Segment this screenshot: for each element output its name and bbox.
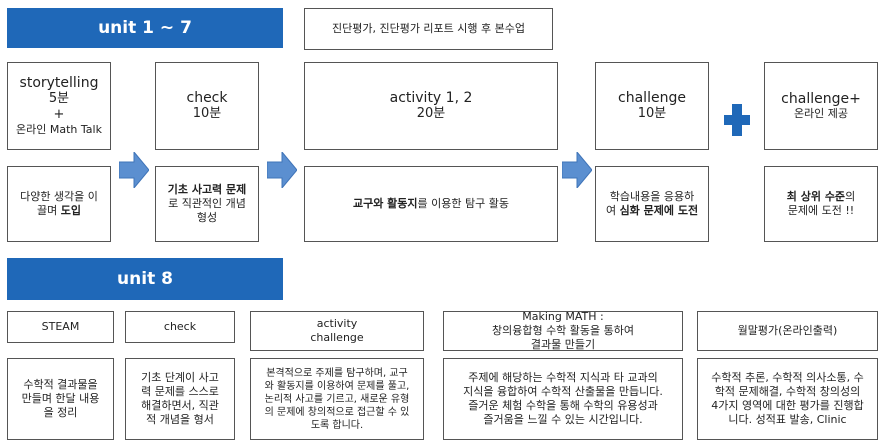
s2-desc-monthly-eval: 수학적 추론, 수학적 의사소통, 수 학적 문제해결, 수학적 창의성의 4가…	[697, 358, 878, 440]
step-name: 결과물 만들기	[530, 338, 596, 351]
note-text: 진단평가, 진단평가 리포트 시행 후 본수업	[331, 22, 526, 35]
step-time: 온라인 제공	[793, 107, 849, 120]
desc-bold: 심화 문제에 도전	[619, 204, 699, 217]
step-name: 월말평가(온라인출력)	[737, 324, 838, 337]
unit-1-7-title: unit 1 ~ 7	[98, 18, 192, 38]
step-time: 20분	[416, 106, 446, 121]
s2-step-activity: activity challenge	[250, 311, 424, 351]
step-name: check	[163, 320, 197, 333]
desc-bold: 기초 사고력 문제	[167, 183, 247, 196]
step-name: activity 1, 2	[389, 90, 473, 106]
desc-line: 논리적 사고를 기르고, 새로운 유형	[264, 393, 410, 405]
s2-step-monthly-eval: 월말평가(온라인출력)	[697, 311, 878, 351]
step-name: Making MATH :	[522, 310, 604, 323]
desc-line: 만들며 한달 내용	[21, 392, 100, 405]
arrow-right-icon	[267, 152, 297, 188]
desc-line: 의 문제에 창의적으로 접근할 수 있	[264, 406, 410, 418]
desc-check: 기초 사고력 문제 로 직관적인 개념 형성	[155, 166, 259, 242]
step-name: challenge	[618, 90, 686, 106]
desc-line: 본격적으로 주제를 탐구하며, 교구	[266, 367, 408, 379]
desc-challenge: 학습내용을 응용하 여 심화 문제에 도전	[595, 166, 709, 242]
plus-icon	[724, 104, 750, 136]
desc-line: 주제에 해당하는 수학적 지식과 타 교과의	[468, 371, 658, 384]
desc-line: 니다. 성적표 발송, Clinic	[728, 413, 847, 426]
step-name: storytelling	[19, 75, 99, 91]
desc-bold: 교구와 활동지	[352, 197, 418, 210]
desc-line: 을 정리	[43, 406, 78, 419]
desc-line: 문제에 도전 !!	[787, 204, 855, 217]
step-storytelling: storytelling 5분 + 온라인 Math Talk	[7, 62, 111, 150]
desc-line: 학습내용을 응용하	[609, 190, 695, 203]
desc-storytelling: 다양한 생각을 이 끌며 도입	[7, 166, 111, 242]
step-activity: activity 1, 2 20분	[304, 62, 558, 150]
s2-step-making-math: Making MATH : 창의융합형 수학 활동을 통하여 결과물 만들기	[443, 310, 683, 351]
desc-line: 적 개념을 형서	[146, 413, 214, 426]
step-name: 창의융합형 수학 활동을 통하여	[491, 324, 635, 337]
desc-bold: 도입	[60, 204, 81, 217]
desc-line: 의	[845, 190, 856, 203]
unit-8-title: unit 8	[117, 269, 173, 289]
desc-line: 로 직관적인 개념	[168, 197, 246, 210]
unit-8-banner: unit 8	[7, 258, 283, 300]
step-name: check	[186, 90, 228, 106]
step-time: 10분	[637, 106, 667, 121]
s2-desc-steam: 수학적 결과물을 만들며 한달 내용 을 정리	[7, 358, 114, 440]
step-name: STEAM	[41, 320, 80, 333]
step-challenge: challenge 10분	[595, 62, 709, 150]
step-time: 5분	[48, 91, 70, 106]
step-name: challenge	[310, 331, 364, 344]
desc-line: 형성	[196, 211, 218, 224]
desc-line: 지식을 융합하여 수학적 산출물을 만듭니다.	[463, 385, 663, 398]
step-name: challenge+	[781, 91, 861, 107]
desc-challenge-plus: 최 상위 수준의 문제에 도전 !!	[764, 166, 878, 242]
desc-line: 력 문제를 스스로	[141, 385, 219, 398]
desc-line: 수학적 결과물을	[23, 378, 98, 391]
desc-bold: 최 상위 수준	[786, 190, 846, 203]
desc-line: 4가지 영역에 대한 평가를 진행합	[711, 399, 864, 412]
desc-line: 여	[605, 204, 620, 217]
desc-line: 즐거운 체험 수학을 통해 수학의 유용성과	[468, 399, 658, 412]
desc-line: 와 활동지를 이용하여 문제를 풀고,	[264, 380, 410, 392]
desc-line: 즐거움을 느낄 수 있는 시간입니다.	[483, 413, 643, 426]
step-challenge-plus: challenge+ 온라인 제공	[764, 62, 878, 150]
desc-line: 기초 단계이 사고	[141, 371, 219, 384]
s2-step-steam: STEAM	[7, 311, 114, 343]
s2-step-check: check	[125, 311, 235, 343]
desc-line: 를 이용한 탐구 활동	[417, 197, 509, 210]
unit-1-7-banner: unit 1 ~ 7	[7, 8, 283, 48]
s2-desc-making-math: 주제에 해당하는 수학적 지식과 타 교과의 지식을 융합하여 수학적 산출물을…	[443, 358, 683, 440]
step-plus: +	[53, 107, 65, 122]
arrow-right-icon	[119, 152, 149, 188]
step-check: check 10분	[155, 62, 259, 150]
arrow-right-icon	[562, 152, 592, 188]
desc-line: 끌며	[37, 204, 61, 217]
s2-desc-check: 기초 단계이 사고 력 문제를 스스로 해결하면서, 직관 적 개념을 형서	[125, 358, 235, 440]
desc-activity: 교구와 활동지를 이용한 탐구 활동	[304, 166, 558, 242]
note-box: 진단평가, 진단평가 리포트 시행 후 본수업	[304, 8, 553, 50]
step-time: 10분	[192, 106, 222, 121]
desc-line: 다양한 생각을 이	[20, 190, 98, 203]
step-extra: 온라인 Math Talk	[16, 123, 102, 136]
s2-desc-activity: 본격적으로 주제를 탐구하며, 교구 와 활동지를 이용하여 문제를 풀고, 논…	[250, 358, 424, 440]
step-name: activity	[316, 317, 358, 330]
desc-line: 학적 문제해결, 수학적 창의성의	[714, 385, 861, 398]
desc-line: 해결하면서, 직관	[141, 399, 219, 412]
desc-line: 도록 합니다.	[310, 419, 364, 431]
desc-line: 수학적 추론, 수학적 의사소통, 수	[711, 371, 864, 384]
